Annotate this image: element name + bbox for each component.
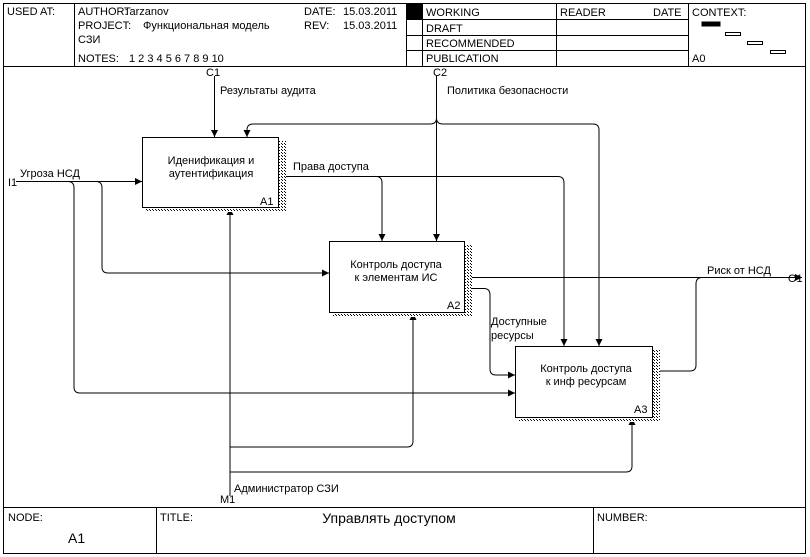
arrow-access-rights-a3 xyxy=(376,176,568,346)
activity-box-a1[interactable]: Иденификация и аутентификация A1 xyxy=(142,137,287,213)
arrow-resources xyxy=(464,288,515,379)
box-a3-line2: к инф ресурсам xyxy=(546,376,627,388)
m1-code: M1 xyxy=(220,494,235,506)
node-value: A1 xyxy=(68,530,85,546)
access-rights-label: Права доступа xyxy=(293,161,370,173)
project-value-line1: Функциональная модель xyxy=(143,20,270,32)
arrow-a3-o1 xyxy=(652,277,703,372)
author-value: Tarzanov xyxy=(124,6,169,18)
arrow-m1-a3 xyxy=(230,418,636,473)
m1-label: Администратор СЗИ xyxy=(234,483,339,495)
box-a2-line1: Контроль доступа xyxy=(350,259,442,271)
context-node: A0 xyxy=(692,53,705,65)
box-a3-id: A3 xyxy=(634,404,647,416)
status-draft: DRAFT xyxy=(426,23,463,35)
title-label: TITLE: xyxy=(160,512,193,524)
date-label: DATE: xyxy=(304,6,336,18)
footer-block xyxy=(3,507,806,554)
reader-label: READER xyxy=(560,7,606,19)
context-thumbnail xyxy=(701,21,786,54)
o1-label: Риск от НСД xyxy=(707,265,771,277)
status-publication: PUBLICATION xyxy=(426,53,499,65)
c1-label: Результаты аудита xyxy=(220,85,317,97)
rev-label: REV: xyxy=(304,20,329,32)
number-label: NUMBER: xyxy=(597,512,648,524)
arrow-i1-a3 xyxy=(67,181,515,397)
reader-date-label: DATE xyxy=(653,7,682,19)
rev-value: 15.03.2011 xyxy=(343,20,397,32)
used-at-label: USED AT: xyxy=(7,6,55,18)
activity-box-a3[interactable]: Контроль доступа к инф ресурсам A3 xyxy=(515,346,661,423)
c2-code: C2 xyxy=(433,67,447,79)
arrows xyxy=(16,76,802,496)
box-a1-line2: аутентификация xyxy=(169,168,254,180)
arrow-access-rights-a2 xyxy=(278,176,386,241)
box-a2-line2: к элементам ИС xyxy=(354,272,437,284)
activity-box-a2[interactable]: Контроль доступа к элементам ИС A2 xyxy=(329,241,473,318)
author-label: AUTHOR: xyxy=(78,6,128,18)
diagram-title: Управлять доступом xyxy=(322,510,455,526)
status-working: WORKING xyxy=(426,7,480,19)
i1-code: I1 xyxy=(8,177,17,189)
box-a3-line1: Контроль доступа xyxy=(540,363,632,375)
arrow-i1-a2 xyxy=(95,181,329,277)
date-value: 15.03.2011 xyxy=(343,6,397,18)
node-label: NODE: xyxy=(8,512,43,524)
status-recommended: RECOMMENDED xyxy=(426,38,515,50)
c2-label: Политика безопасности xyxy=(447,85,568,97)
i1-label: Угроза НСД xyxy=(20,168,80,180)
o1-code: O1 xyxy=(788,273,803,285)
project-label: PROJECT: xyxy=(78,20,131,32)
notes-label: NOTES: xyxy=(78,53,119,65)
notes-value: 1 2 3 4 5 6 7 8 9 10 xyxy=(129,53,224,65)
c1-code: C1 xyxy=(206,67,220,79)
arrow-c2-a3 xyxy=(436,117,603,346)
box-a1-line1: Иденификация и xyxy=(168,155,255,167)
box-a2-id: A2 xyxy=(447,300,460,312)
project-value-line2: СЗИ xyxy=(78,34,100,46)
box-a1-id: A1 xyxy=(260,196,273,208)
resources-label-line1: Доступные xyxy=(491,316,547,328)
working-status-marker xyxy=(407,4,422,19)
header-block xyxy=(3,3,806,554)
context-label: CONTEXT: xyxy=(692,7,746,19)
resources-label-line2: ресурсы xyxy=(491,330,534,342)
arrow-c2-a1 xyxy=(243,117,437,137)
arrow-m1-a2 xyxy=(230,313,417,448)
